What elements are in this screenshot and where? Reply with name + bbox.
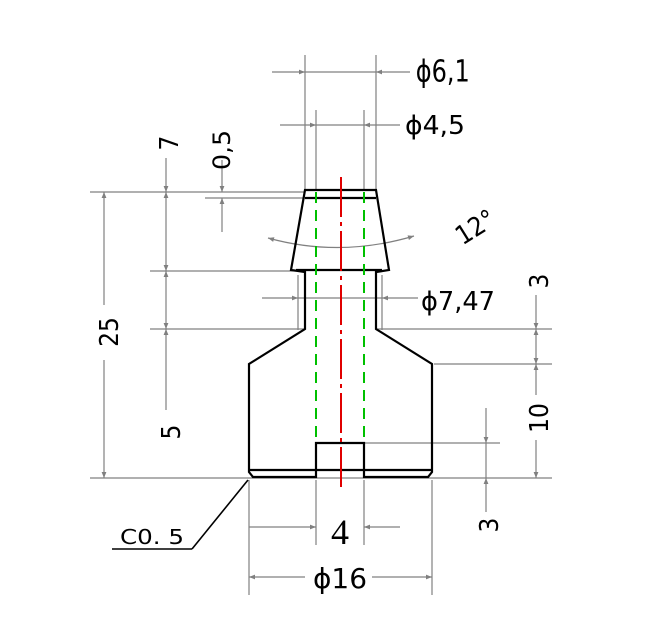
label-chamfer-base: C0. 5: [120, 525, 184, 549]
label-len-neck: 3: [525, 274, 555, 289]
label-d-bore: ϕ4,5: [405, 111, 465, 141]
hidden-lines: [315, 192, 365, 443]
label-slot-width: 4: [331, 512, 349, 552]
label-angle: 12°: [450, 204, 501, 251]
label-d-base: ϕ16: [313, 562, 367, 595]
label-chamfer-top: 0,5: [208, 130, 236, 170]
dimension-labels: ϕ6,1 ϕ4,5 ϕ7,47 12° 0,5 7 25 5 3 10 3 4 …: [95, 55, 555, 595]
label-d-barb: ϕ7,47: [421, 287, 495, 317]
label-d-top-outer: ϕ6,1: [416, 55, 470, 90]
label-slot-depth: 3: [475, 518, 505, 533]
label-len-total: 25: [95, 317, 125, 347]
dimension-lines: [101, 69, 539, 580]
label-len-body: 5: [157, 425, 187, 440]
chamfer-leader: [112, 479, 249, 550]
label-len-base: 10: [525, 403, 555, 433]
label-len-barb: 7: [155, 136, 185, 151]
